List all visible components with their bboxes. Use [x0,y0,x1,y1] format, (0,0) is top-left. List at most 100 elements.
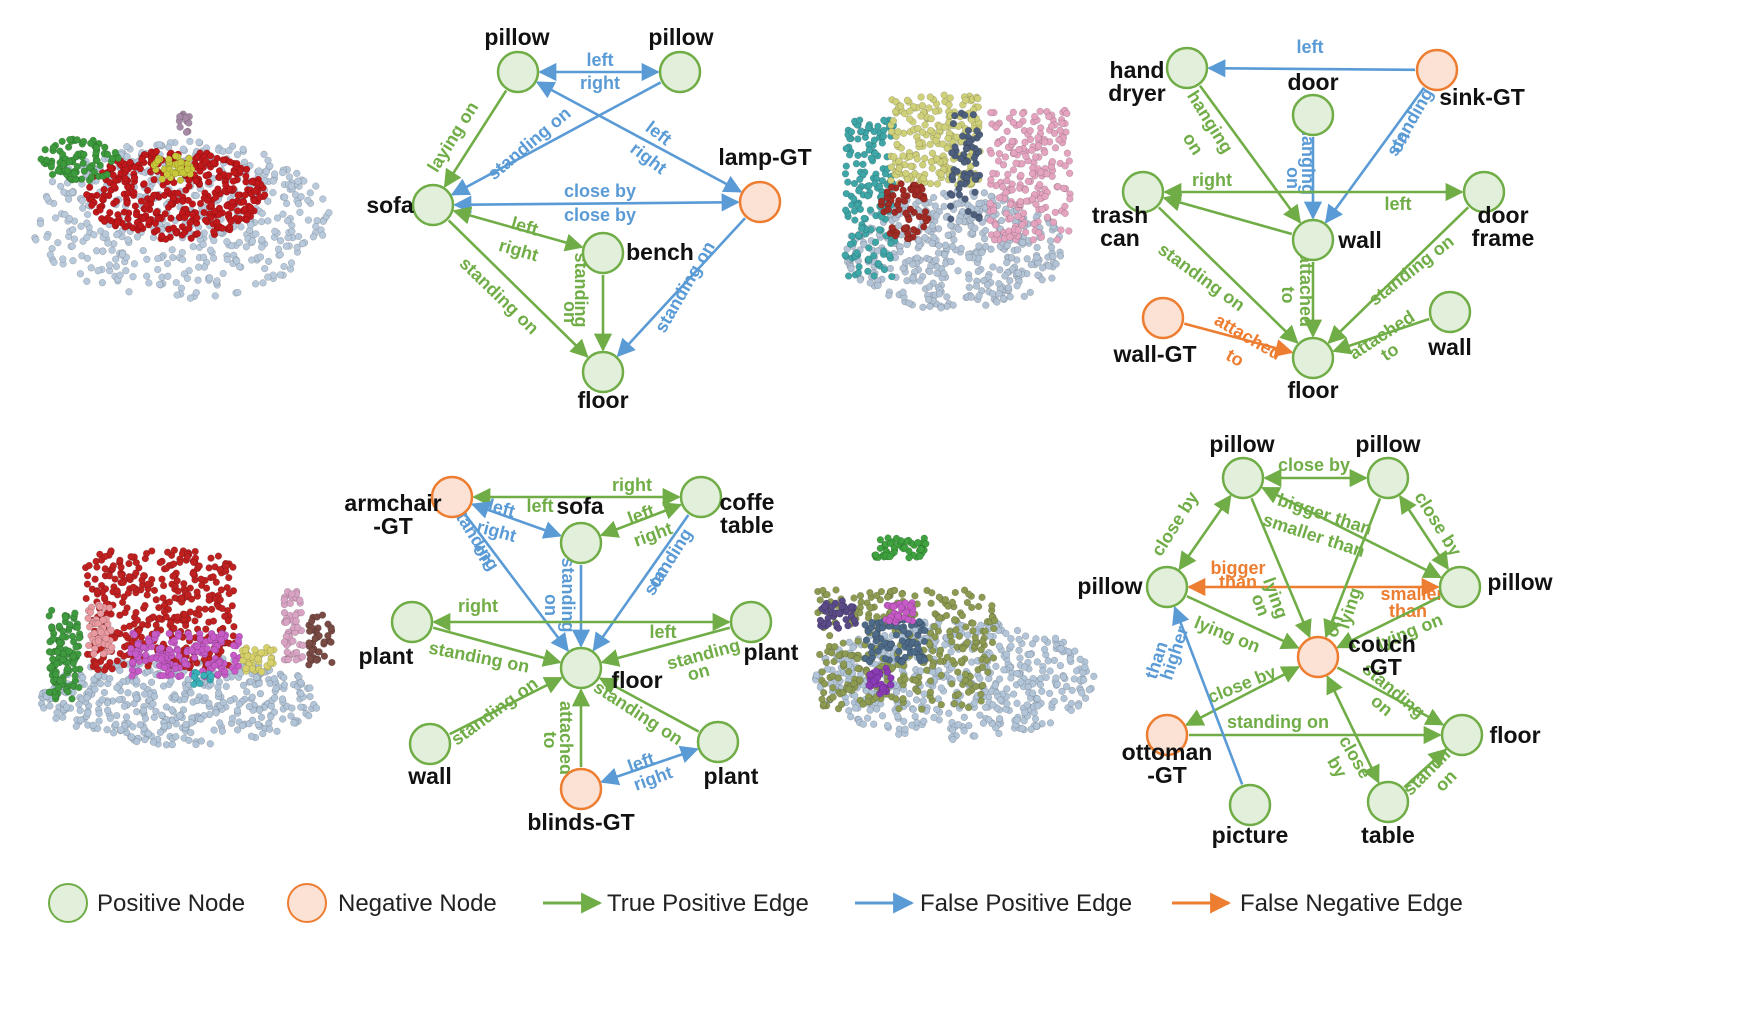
g1-edge-sofa-floor [447,219,589,358]
g4-node-couch [1296,635,1340,679]
legend: Positive Node Negative Node True Positiv… [48,883,1463,923]
g1-edge-label: right [497,235,541,265]
g2-node-df [1462,170,1506,214]
g4-node-label-p4: pillow [1487,569,1552,595]
g1-edge-lamp-floor [616,217,747,358]
g3-edge-label: standing on [427,638,531,677]
g2-edge-label: on [1283,167,1303,189]
g3-node-label-blinds: blinds-GT [527,809,634,835]
g1-edge-sofa-bench [452,206,584,252]
g3-node-label-plantR: plant [744,639,799,665]
g4-node-floor [1440,713,1484,757]
g3-edge-sofa-coffe [599,502,683,538]
g2-edge-label: attached [1296,253,1316,327]
g2-node-label-wall: wall [1337,227,1381,253]
g4-node-label-p3: pillow [1077,573,1142,599]
g1-edge-label: left [587,50,614,70]
point-cloud-bathroom [841,91,1074,312]
g2-node-label-door: door [1287,69,1338,95]
g2-edge-label: right [1192,170,1232,190]
g4-node-label-p2: pillow [1355,431,1420,457]
g1-node-floor [581,350,625,394]
g3-edge-wall-floor [449,676,563,736]
point-cloud-lounge [37,546,336,749]
g4-edge-couch-ott [1184,665,1301,727]
g1-node-bench [581,231,625,275]
g1-edge-label: left [509,213,540,240]
legend-positive-node-label: Positive Node [97,890,245,917]
g3-node-plantL [390,600,434,644]
g1-edge-lamp-p1 [535,81,743,193]
g4-edge-label: than [1219,572,1257,592]
g2-edge-label: to [1278,287,1298,304]
g3-node-blinds [559,767,603,811]
g4-node-p1 [1221,456,1265,500]
legend-negative-node-label: Negative Node [338,890,497,917]
g4-node-table [1366,780,1410,824]
g4-node-p2 [1366,456,1410,500]
g3-node-label-plantL: plant [359,643,414,669]
g1-edge-label: laying on [423,98,482,176]
g4-edge-p2-couch [1323,498,1382,639]
g3-node-label-coffe: coffe [720,489,775,515]
g2-edge-label: to [1223,345,1248,371]
g1-edge-label: standing [571,253,591,328]
g1-edge-label: close by [564,205,636,225]
g2-edge-label: left [1297,37,1324,57]
legend-false-negative-label: False Negative Edge [1240,890,1463,917]
g1-edge-label: standing on [456,253,543,338]
point-cloud-couch-room [811,534,1098,744]
legend-true-positive-label: True Positive Edge [607,890,809,917]
g2-node-wall [1291,218,1335,262]
g1-node-sofa [411,183,455,227]
g3-node-label-plantB: plant [704,763,759,789]
legend-false-positive-label: False Positive Edge [920,890,1132,917]
g3-node-sofa [559,521,603,565]
g3-edge-label: left [486,495,517,521]
g1-edge-label: close by [564,181,636,201]
g1-node-p2 [658,50,702,94]
g3-node-floor [559,646,603,690]
scene-graph-3: rightleftleftrightleftrightstandingonsta… [344,475,798,835]
g4-edge-p2-p4 [1399,494,1449,571]
g2-node-door [1291,93,1335,137]
g1-node-label-p1: pillow [484,24,549,50]
g1-node-label-floor: floor [577,387,628,413]
g1-edge-p2-sofa [450,81,662,196]
g3-edge-plantR-floor [600,626,731,667]
g1-node-label-sofa: sofa [366,192,414,218]
g3-node-label-arm: armchair [344,490,441,516]
g3-edge-label: to [540,732,560,749]
g4-edge-label: close by [1278,455,1350,475]
g1-edge-label: on [560,301,580,323]
g3-node-label-sofa: sofa [556,493,604,519]
g3-edge-label: left [650,622,677,642]
g2-node-trash [1121,170,1165,214]
g4-edge-p1-p3 [1178,494,1232,571]
g4-node-p3 [1145,565,1189,609]
g2-node-label-hd: hand [1110,57,1165,83]
g1-edge-p1-sofa [443,89,508,188]
g4-node-ott [1145,713,1189,757]
g2-edge-wall-trash [1162,193,1293,236]
g3-edge-label: on [541,594,561,616]
g3-edge-label: standing on [447,673,541,749]
g3-edge-label: attached [556,701,576,775]
g3-node-plantB [696,720,740,764]
g1-node-p1 [496,50,540,94]
g4-node-label-ott: -GT [1147,762,1187,788]
g2-edge-df-floor [1327,206,1470,344]
g1-edge-label: standing on [484,103,575,184]
g4-edge-p4-couch [1336,595,1441,649]
g4-node-label-floor: floor [1489,722,1540,748]
g2-node-label-sink: sink-GT [1439,84,1525,110]
g4-node-label-pic: picture [1212,822,1289,848]
g3-edge-plantL-floor [432,626,562,667]
g4-node-label-p1: pillow [1209,431,1274,457]
g4-node-label-ott: ottoman [1122,739,1213,765]
g3-node-label-arm: -GT [373,513,413,539]
g4-edge-table-couch [1326,675,1380,784]
